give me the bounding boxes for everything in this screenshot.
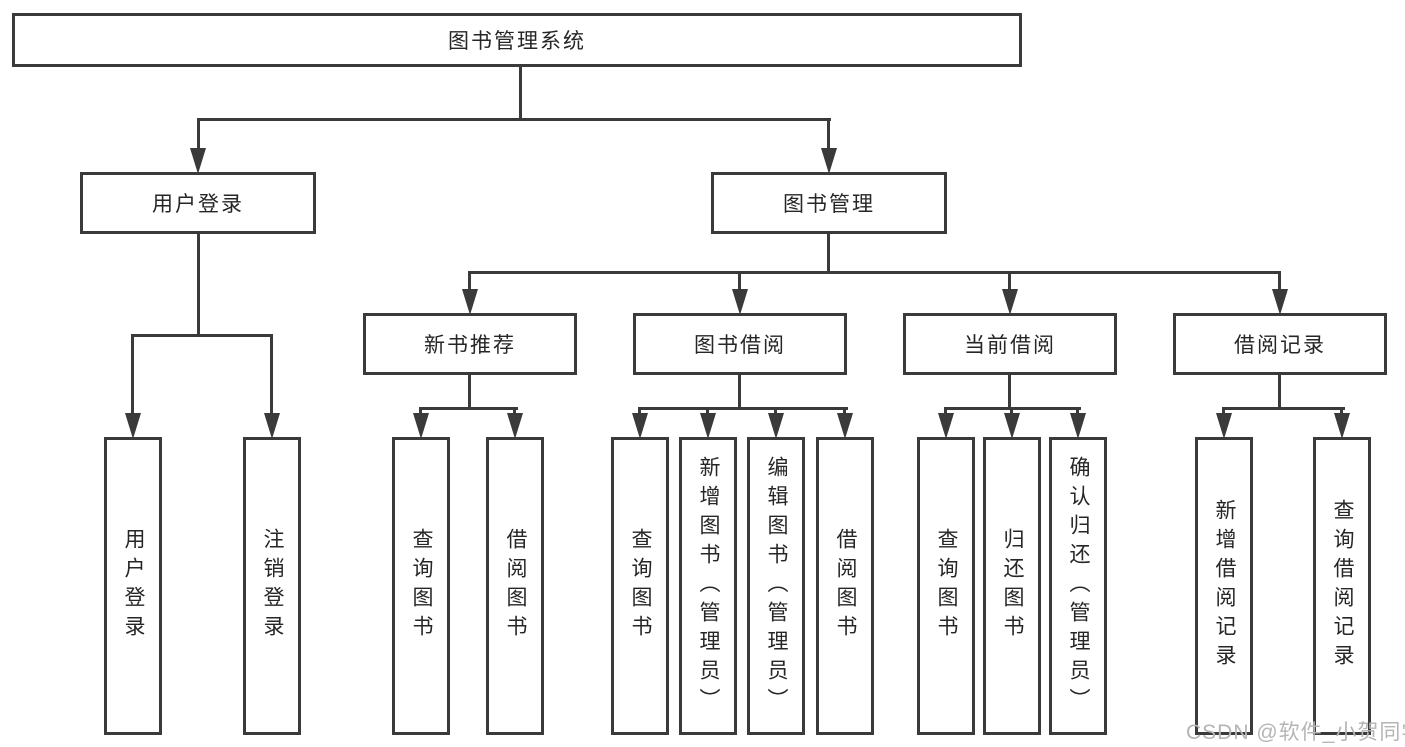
arrow-down-icon — [125, 413, 141, 439]
node-library-system: 图书管理系统 — [12, 13, 1022, 67]
node-new-book-recommend: 新书推荐 — [363, 313, 577, 375]
connector-vline — [468, 271, 471, 293]
leaf-query-book: 查询图书 — [611, 437, 669, 735]
connector-vline — [197, 118, 200, 152]
leaf-add-borrow-record: 新增借阅记录 — [1195, 437, 1253, 735]
leaf-query-book-recommend: 查询图书 — [392, 437, 450, 735]
connector-vline — [519, 65, 522, 121]
connector-vline — [706, 407, 709, 417]
arrow-down-icon — [632, 413, 648, 439]
connector-vline — [513, 407, 516, 417]
arrow-down-icon — [1334, 413, 1350, 439]
arrow-down-icon — [768, 413, 784, 439]
connector-vline — [1010, 407, 1013, 417]
connector-hline — [197, 118, 831, 121]
arrow-down-icon — [507, 413, 523, 439]
connector-vline — [131, 334, 134, 417]
arrow-down-icon — [938, 413, 954, 439]
connector-vline — [944, 407, 947, 417]
connector-vline — [1008, 373, 1011, 410]
arrow-down-icon — [1004, 413, 1020, 439]
connector-vline — [1076, 407, 1079, 417]
arrow-down-icon — [1272, 289, 1288, 315]
node-current-borrowing: 当前借阅 — [903, 313, 1117, 375]
connector-vline — [827, 234, 830, 274]
arrow-down-icon — [1216, 413, 1232, 439]
leaf-query-borrow-record: 查询借阅记录 — [1313, 437, 1371, 735]
leaf-add-book-admin: 新增图书（管理员） — [679, 437, 737, 735]
connector-vline — [738, 373, 741, 410]
node-book-borrowing: 图书借阅 — [633, 313, 847, 375]
connector-hline — [468, 271, 1281, 274]
connector-hline — [131, 334, 272, 337]
connector-vline — [197, 234, 200, 337]
leaf-return-book: 归还图书 — [983, 437, 1041, 735]
connector-vline — [1008, 271, 1011, 293]
leaf-borrow-book: 借阅图书 — [816, 437, 874, 735]
leaf-borrow-book-recommend: 借阅图书 — [486, 437, 544, 735]
connector-vline — [1278, 373, 1281, 410]
leaf-edit-book-admin: 编辑图书（管理员） — [747, 437, 805, 735]
connector-vline — [468, 373, 471, 410]
connector-vline — [419, 407, 422, 417]
leaf-user-login: 用户登录 — [104, 437, 162, 735]
arrow-down-icon — [700, 413, 716, 439]
connector-vline — [638, 407, 641, 417]
arrow-down-icon — [1002, 289, 1018, 315]
node-book-management: 图书管理 — [711, 172, 947, 234]
connector-vline — [774, 407, 777, 417]
connector-hline — [1222, 407, 1345, 410]
leaf-confirm-return-admin: 确认归还（管理员） — [1049, 437, 1107, 735]
connector-hline — [419, 407, 518, 410]
arrow-down-icon — [190, 148, 206, 174]
node-user-login: 用户登录 — [80, 172, 316, 234]
connector-hline — [638, 407, 848, 410]
connector-vline — [1278, 271, 1281, 293]
arrow-down-icon — [462, 289, 478, 315]
arrow-down-icon — [821, 148, 837, 174]
connector-vline — [1222, 407, 1225, 417]
csdn-watermark: CSDN @软件_小贺同学 — [1186, 721, 1405, 744]
arrow-down-icon — [413, 413, 429, 439]
leaf-query-book-current: 查询图书 — [917, 437, 975, 735]
arrow-down-icon — [1070, 413, 1086, 439]
connector-vline — [843, 407, 846, 417]
arrow-down-icon — [837, 413, 853, 439]
arrow-down-icon — [732, 289, 748, 315]
arrow-down-icon — [264, 413, 280, 439]
connector-vline — [1340, 407, 1343, 417]
node-borrowing-records: 借阅记录 — [1173, 313, 1387, 375]
connector-vline — [738, 271, 741, 293]
connector-vline — [827, 118, 830, 152]
leaf-logout: 注销登录 — [243, 437, 301, 735]
connector-vline — [270, 334, 273, 417]
